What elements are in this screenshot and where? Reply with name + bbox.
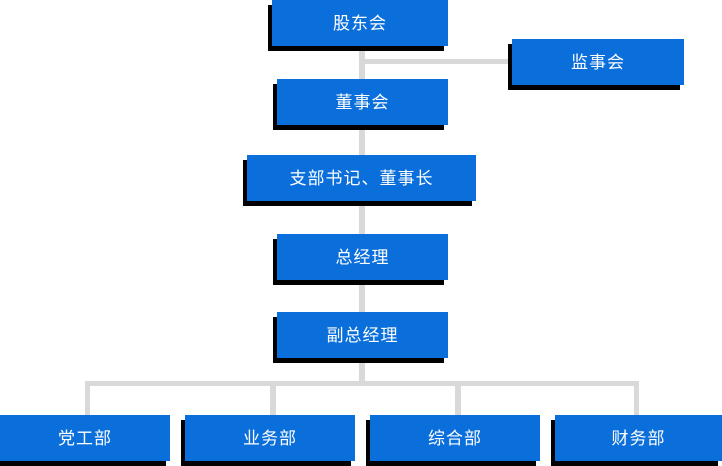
connector-gm-to-deputy-gm <box>359 275 365 316</box>
node-finance-department[interactable]: 财务部 <box>555 415 722 461</box>
node-general-affairs-department[interactable]: 综合部 <box>370 415 540 461</box>
node-label: 财务部 <box>611 428 666 448</box>
connector-secretary-chair-to-gm <box>359 196 365 238</box>
node-label: 党工部 <box>58 428 112 448</box>
node-label: 综合部 <box>428 428 482 448</box>
node-shareholders-meeting[interactable]: 股东会 <box>272 0 448 46</box>
node-label: 董事会 <box>335 92 390 112</box>
node-label: 副总经理 <box>326 325 399 345</box>
connector-board-to-secretary-chair <box>359 120 365 160</box>
node-label: 业务部 <box>243 428 297 448</box>
node-branch-secretary-chairman[interactable]: 支部书记、董事长 <box>247 155 476 201</box>
connector-bus-to-business-dept <box>270 381 276 417</box>
node-supervisory-board[interactable]: 监事会 <box>512 39 684 85</box>
node-label: 总经理 <box>335 247 390 267</box>
connector-department-bus <box>85 381 639 386</box>
node-label: 股东会 <box>333 13 387 33</box>
node-business-department[interactable]: 业务部 <box>185 415 355 461</box>
node-general-manager[interactable]: 总经理 <box>277 234 448 280</box>
connector-bus-to-general-dept <box>455 381 461 417</box>
node-board-of-directors[interactable]: 董事会 <box>277 79 448 125</box>
node-party-work-department[interactable]: 党工部 <box>0 415 170 461</box>
node-label: 支部书记、董事长 <box>289 168 434 188</box>
connector-bus-to-party-dept <box>85 381 90 417</box>
node-label: 监事会 <box>571 52 625 72</box>
connector-bus-to-finance-dept <box>634 381 639 417</box>
connector-shareholders-to-supervisors <box>359 59 517 64</box>
node-deputy-general-manager[interactable]: 副总经理 <box>277 312 448 358</box>
connector-deputy-gm-to-bus <box>359 353 365 384</box>
